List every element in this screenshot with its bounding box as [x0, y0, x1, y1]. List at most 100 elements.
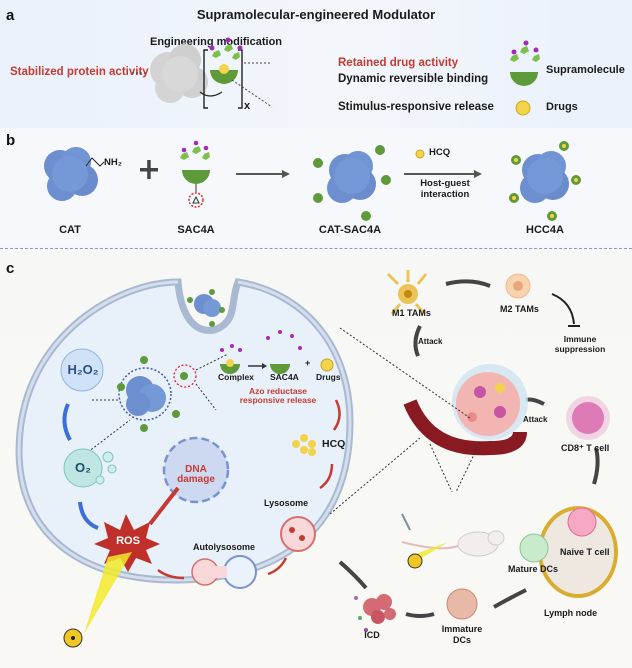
- syringe-icon: [401, 513, 411, 531]
- bracket-right: [238, 49, 243, 109]
- responsive-release-label: responsive release: [239, 395, 317, 405]
- drugs-free-label: Drugs: [316, 372, 341, 382]
- panel-a-graphics: [132, 37, 540, 116]
- m2-tam-icon: [505, 273, 531, 299]
- m1-tams-label: M1 TAMs: [392, 308, 431, 318]
- attack-label-cd8: Attack: [523, 415, 548, 424]
- dna-label: DNA: [185, 464, 207, 475]
- autolysosome-icon: [191, 555, 257, 589]
- protein-cloud-icon: [150, 44, 208, 103]
- complex-icon: [220, 344, 242, 374]
- bracket-left: [203, 49, 208, 109]
- cat-sac4a-icon: [313, 145, 391, 221]
- o2-bubble-icon: [63, 448, 103, 488]
- reaction-arrow-1: [236, 170, 290, 178]
- arrow-lymph-to-cd8: [592, 447, 600, 485]
- radiation-icon-mouse: [407, 553, 423, 569]
- reaction-arrow-2: [404, 170, 482, 178]
- arrow-hcq-to-lysosome: [319, 463, 334, 490]
- complex-label: Complex: [218, 372, 254, 382]
- endocytosed-protein-icon: [187, 289, 225, 327]
- cd8-t-cell-label: CD8⁺ T cell: [561, 443, 610, 453]
- autolysosome-label: Autolysosome: [193, 542, 256, 552]
- multiplier-x: x: [244, 100, 251, 112]
- free-drug-icon: [320, 358, 334, 372]
- release-plus: +: [305, 358, 311, 368]
- mature-dcs-label: Mature DCs: [508, 564, 559, 574]
- sac4a-free-label: SAC4A: [270, 372, 299, 382]
- panel-letter-b: b: [6, 132, 16, 149]
- arrow-immature-to-lymph: [493, 588, 527, 609]
- compound-label-sac4a: SAC4A: [177, 224, 215, 236]
- cd8-t-cell-icon: [572, 402, 604, 434]
- arrow-autolysosome-to-ros: [157, 569, 185, 580]
- arrow-ros-to-dna: [148, 486, 180, 526]
- arrow-icd-to-immature-dc: [405, 612, 435, 618]
- arrow-release-to-hcq: [332, 399, 341, 431]
- supramolecule-complex-icon: [209, 37, 243, 84]
- host-guest-label: Host-guest: [420, 178, 470, 189]
- legend-supramolecule-label: Supramolecule: [546, 64, 625, 76]
- legend-drug-icon: [515, 100, 531, 116]
- immune-label: Immune: [563, 334, 597, 344]
- irradiation-beam: [84, 552, 132, 634]
- immature-dcs-label: DCs: [452, 635, 471, 645]
- retained-drug-activity-label: Retained drug activity: [338, 57, 459, 69]
- arrow-h2o2-to-o2: [62, 403, 72, 441]
- naive-t-cell-label: Naive T cell: [560, 547, 610, 557]
- compound-label-cat-sac4a: CAT-SAC4A: [318, 224, 382, 236]
- immature-dc-icon: [446, 588, 478, 620]
- azo-reductase-label: Azo reductase: [248, 386, 308, 396]
- interaction-label: interaction: [420, 189, 470, 200]
- mouse-icon: [401, 530, 505, 557]
- arrow-cell-to-icd: [338, 560, 368, 590]
- panel-b: b: [0, 128, 632, 246]
- h2o2-label: H₂O₂: [67, 362, 99, 377]
- hcq-cluster-icon: [292, 434, 316, 456]
- damage-label: damage: [177, 474, 215, 485]
- immature-label: Immature: [441, 624, 483, 634]
- hcc4a-in-cell-icon: [117, 356, 197, 432]
- stimulus-release-label: Stimulus-responsive release: [338, 101, 494, 113]
- arrow-m1-attack: [413, 325, 422, 357]
- suppression-label: suppression: [554, 344, 606, 354]
- mature-dc-icon: [519, 533, 549, 563]
- o2-label: O₂: [75, 460, 91, 475]
- panel-a: a Supramolecular-engineered Modulator En…: [0, 0, 632, 128]
- panel-a-title: Supramolecular-engineered Modulator: [196, 7, 436, 22]
- legend-supramolecule-icon: [510, 40, 540, 86]
- arrow-o2-to-ros: [78, 501, 99, 530]
- inhibit-arrow-immune: [551, 293, 575, 325]
- ros-label: ROS: [116, 535, 140, 547]
- sac4a-free-icon: [266, 330, 302, 374]
- sac4a-icon: [180, 140, 210, 208]
- m1-tam-icon: [386, 270, 428, 315]
- hcq-cell-label: HCQ: [322, 438, 346, 450]
- lysosome-label: Lysosome: [264, 498, 309, 508]
- hcc4a-icon: [509, 141, 581, 221]
- arrow-lysosome-inhibit-autolysosome: [267, 557, 288, 576]
- nucleus-icon: [162, 436, 230, 504]
- plus-icon: [140, 160, 158, 179]
- compound-label-hcc4a: HCC4A: [526, 224, 564, 236]
- dynamic-binding-label: Dynamic reversible binding: [338, 73, 489, 85]
- lymph-node-label: Lymph node: [544, 608, 598, 618]
- legend-drugs-label: Drugs: [546, 101, 578, 113]
- arrow-m2-to-m1: [445, 279, 491, 288]
- stabilized-protein-activity-label: Stabilized protein activity: [10, 66, 149, 78]
- compound-label-cat: CAT: [59, 224, 81, 236]
- h2o2-bubble-icon: [60, 348, 104, 392]
- naive-t-cell-icon: [567, 507, 597, 537]
- blood-vessel-icon: [403, 399, 527, 456]
- lysosome-icon: [280, 516, 316, 552]
- icd-label: ICD: [364, 630, 380, 640]
- icd-debris-icon: [354, 594, 396, 632]
- arrow-cd8-attack: [525, 397, 545, 406]
- panel-c: c: [0, 252, 632, 668]
- panel-divider: [0, 248, 632, 249]
- panel-b-graphics: [44, 140, 581, 221]
- attack-label-m1: Attack: [418, 337, 443, 346]
- hcq-drug-icon: [415, 149, 425, 159]
- panel-c-graphics: [15, 270, 618, 648]
- amine-label: NH₂: [104, 157, 122, 168]
